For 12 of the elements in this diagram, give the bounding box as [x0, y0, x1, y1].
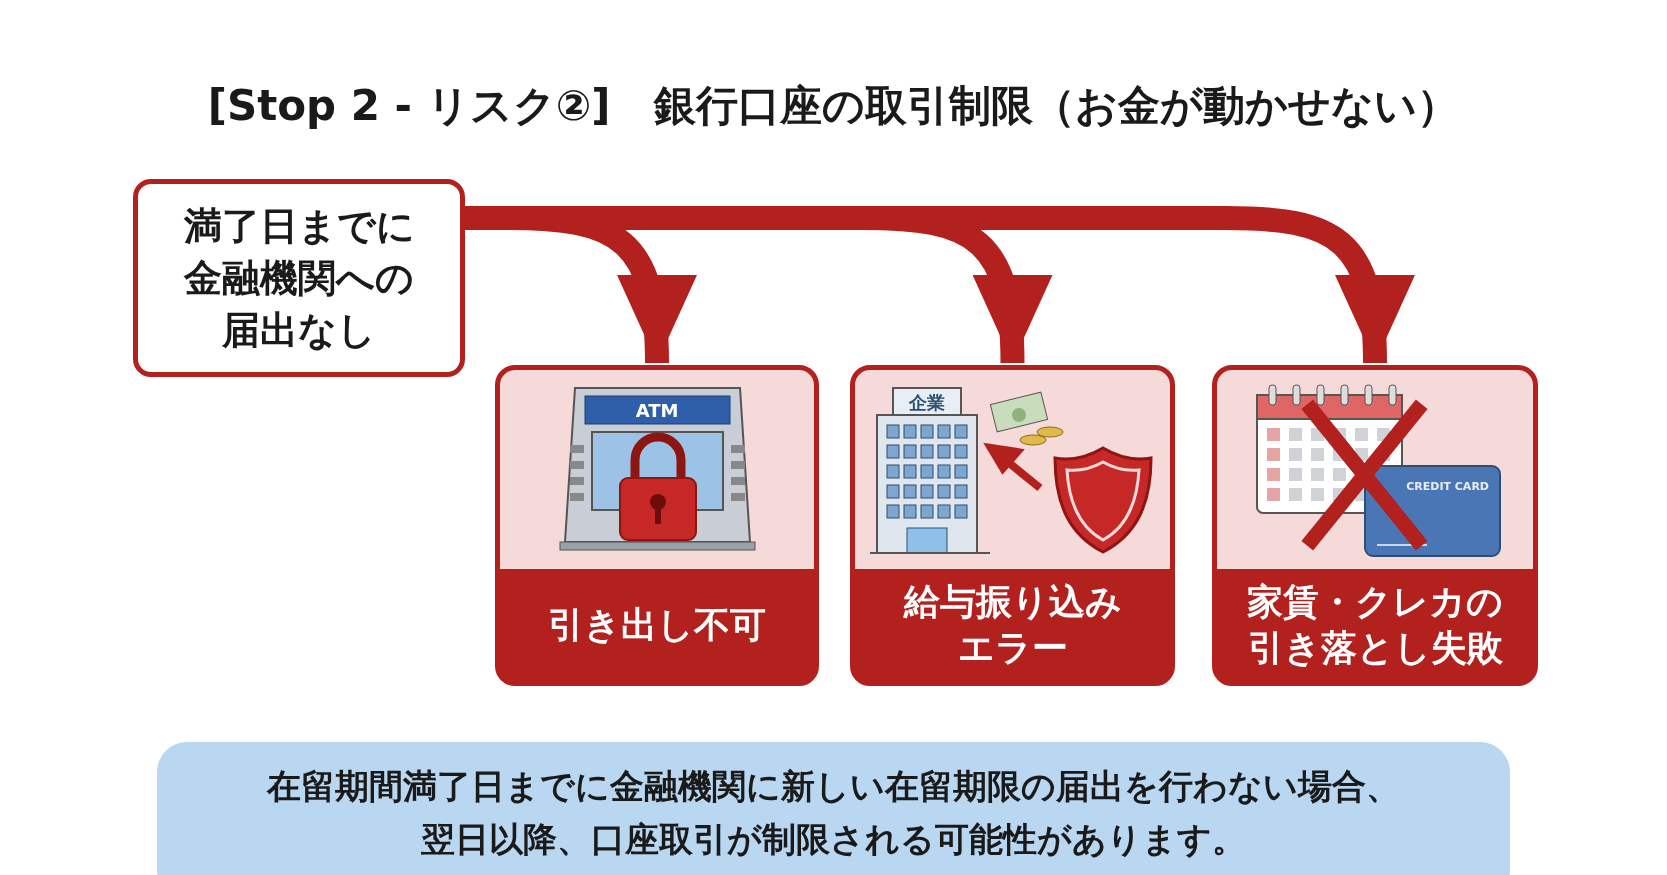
- card-label: 給与振り込みエラー: [902, 580, 1123, 670]
- atm-sign: ATM: [635, 400, 679, 421]
- card-label: 家賃・クレカの引き落とし失敗: [1246, 580, 1504, 670]
- title: [Stop 2 - リスク②] 銀行口座の取引制限（お金が動かせない）: [206, 80, 1461, 132]
- result-card: [1212, 365, 1538, 686]
- note-box: 在留期間満了日までに金融機関に新しい在留期限の届出を行わない場合、翌日以降、口座取引が制限される可能性があります。: [157, 742, 1510, 875]
- card-label: 引き出し不可: [547, 603, 767, 647]
- card-title: CREDIT CARD: [1406, 480, 1489, 493]
- building-sign: 企業: [909, 392, 945, 413]
- condition-box: 満了日までに金融機関への届出なし: [133, 179, 465, 377]
- result-card: [850, 365, 1175, 686]
- result-card: [495, 365, 819, 686]
